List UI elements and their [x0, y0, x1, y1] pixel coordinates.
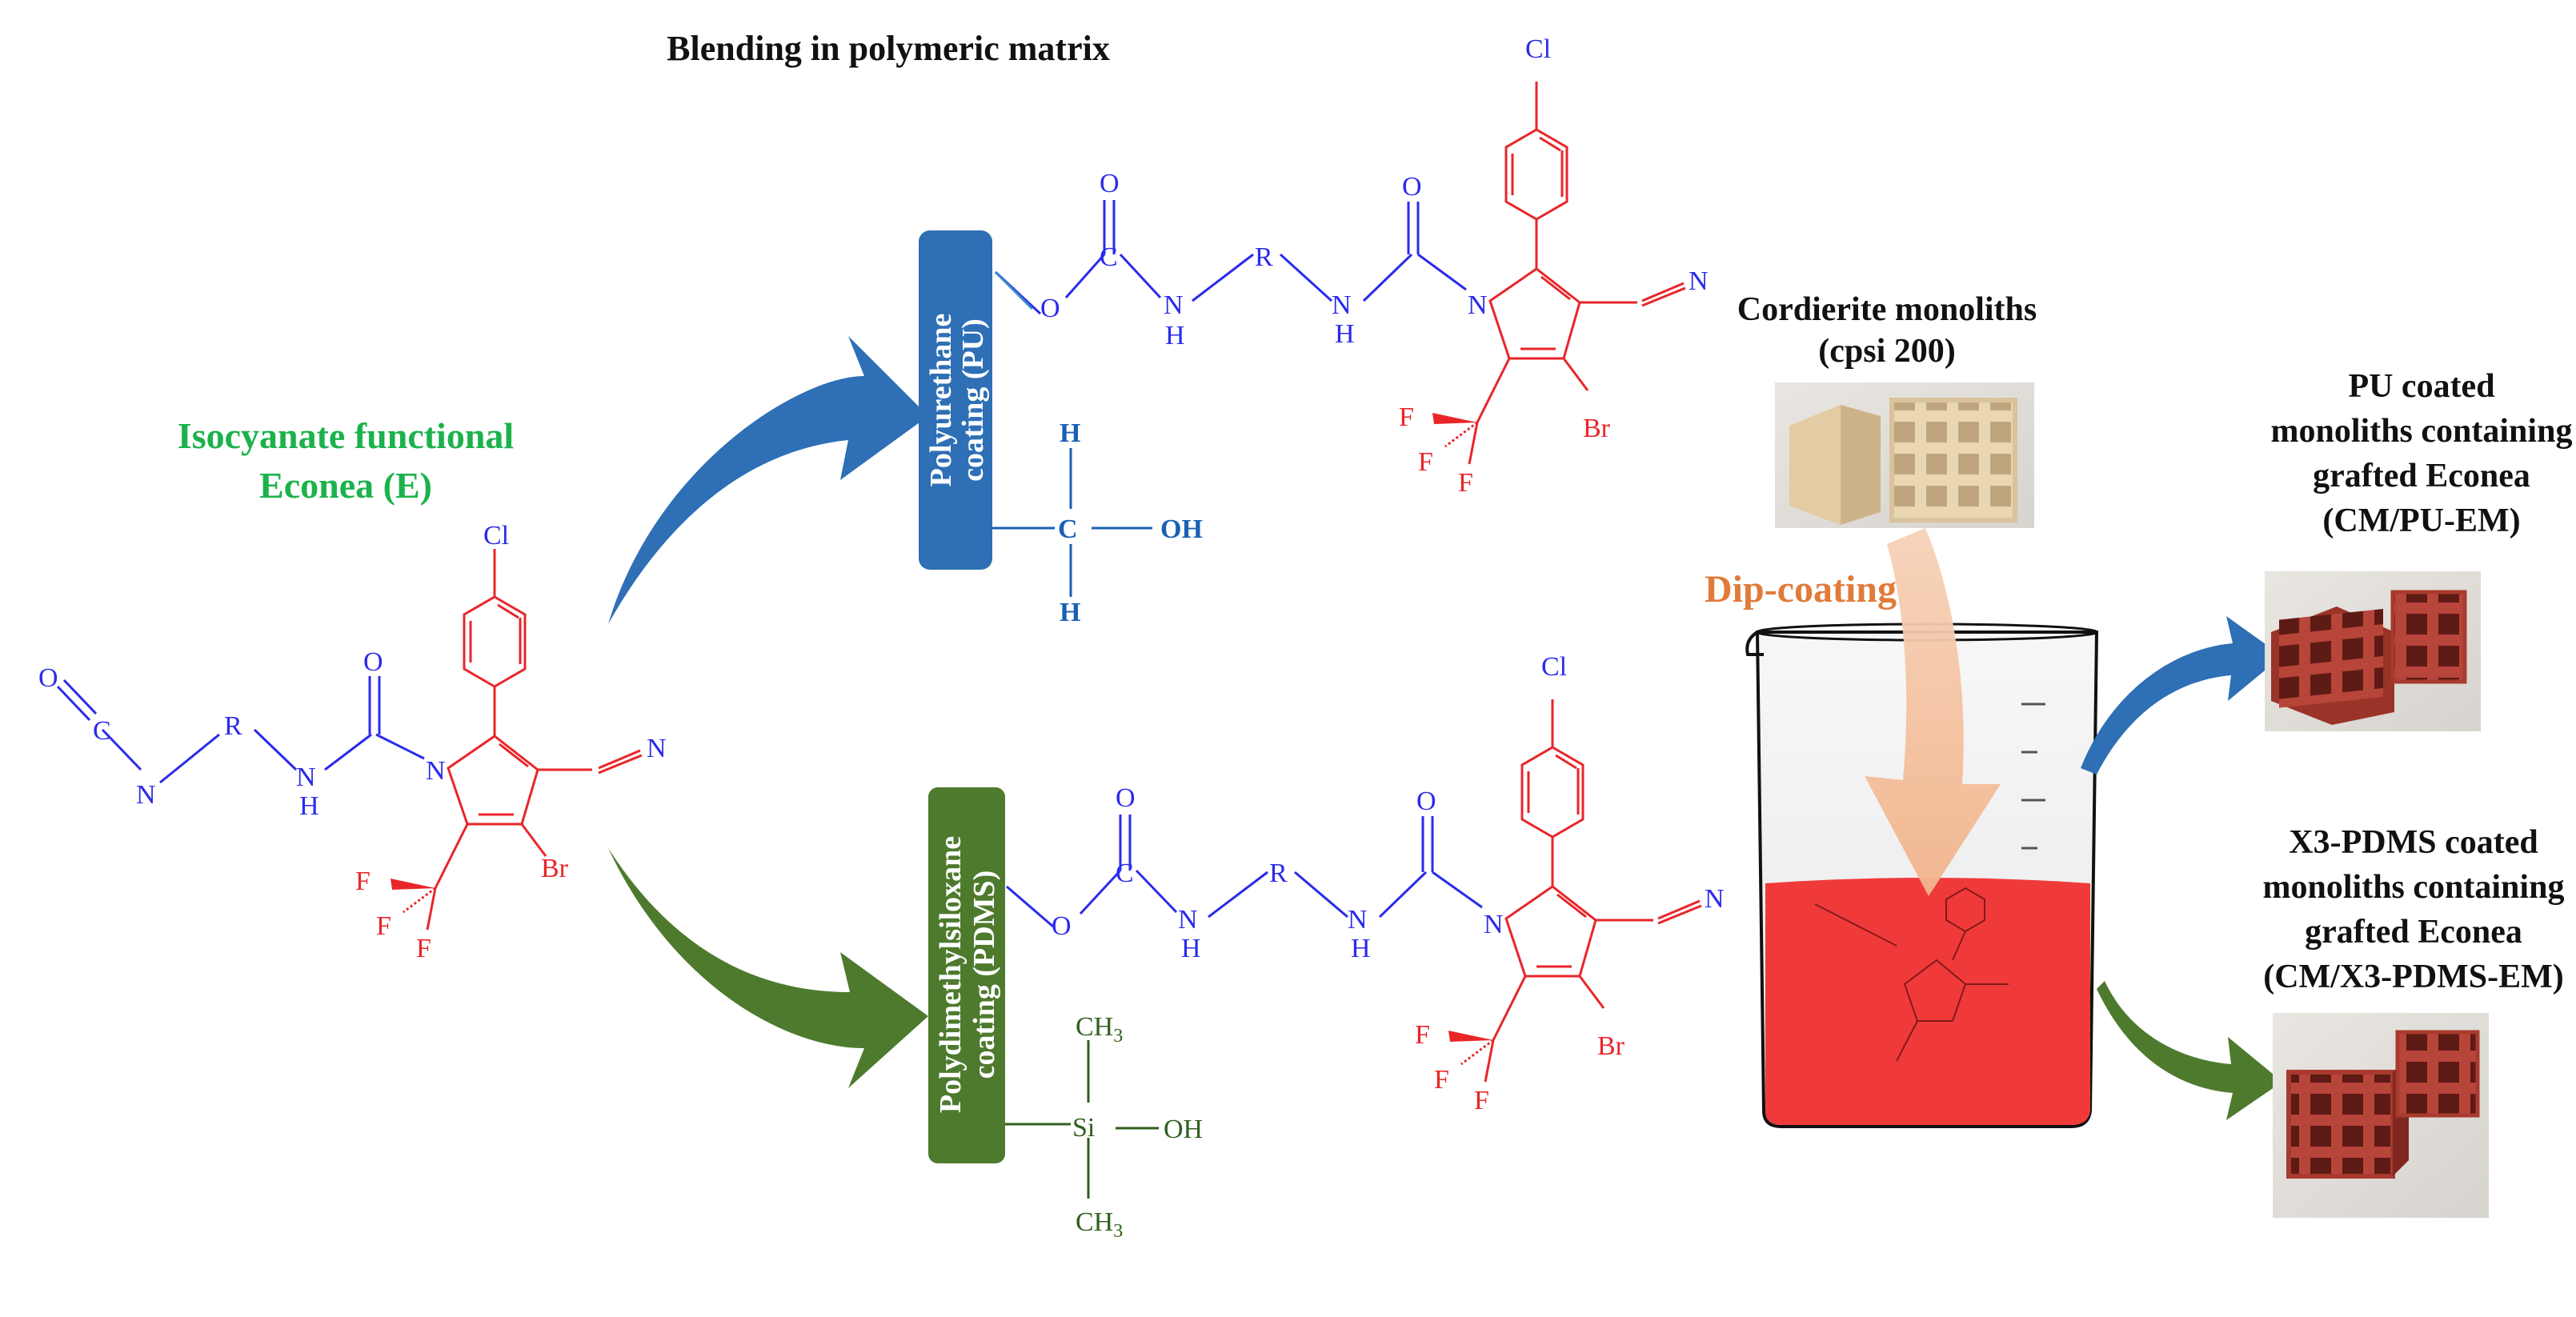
atom-cl: Cl [483, 521, 509, 550]
atom-r: R [1269, 859, 1288, 888]
scheme-title: Blending in polymeric matrix [667, 29, 1110, 68]
pdms-product-line1: X3-PDMS coated [2289, 824, 2538, 861]
atom-n: N [1178, 905, 1198, 935]
atom-f: F [1399, 402, 1414, 432]
atom-f: F [376, 911, 391, 941]
atom-o: O [1402, 172, 1422, 202]
pdms-product-line4: (CM/X3-PDMS-EM) [2263, 959, 2564, 995]
atom-cn-n: N [647, 734, 667, 763]
atom-ch3-sub: 3 [1113, 1026, 1123, 1047]
atom-h: H [1060, 598, 1080, 627]
atom-n: N [1164, 290, 1184, 320]
coating-liquid [1765, 878, 2090, 1125]
atom-h: H [299, 791, 319, 821]
pdms-grafted-molecule: O C O N H R N H O N Cl N Br [1005, 652, 1725, 1242]
atom-br: Br [541, 854, 569, 883]
atom-o: O [1116, 783, 1136, 813]
atom-h: H [1335, 319, 1355, 349]
atom-f: F [1458, 468, 1473, 498]
atom-ch3-main: CH [1076, 1012, 1113, 1042]
atom-ch3-sub: 3 [1113, 1221, 1123, 1242]
atom-ch3-main: CH [1076, 1207, 1113, 1237]
pu-coating-label-line1: Polyurethane [924, 314, 958, 487]
product-blue-arrow [2081, 616, 2282, 775]
atom-r: R [224, 711, 242, 741]
atom-o: O [363, 647, 383, 677]
atom-h: H [1351, 934, 1371, 963]
atom-n: N [1484, 910, 1504, 939]
atom-o: O [1416, 787, 1436, 816]
pdms-coating-box: Polydimethylsiloxane coating (PDMS) [928, 787, 1005, 1163]
atom-n: N [1348, 905, 1368, 935]
pdms-coating-label-line1: Polydimethylsiloxane [934, 836, 968, 1113]
pdms-coated-monolith-photo [2273, 1013, 2489, 1218]
pu-product-line1: PU coated [2348, 368, 2494, 405]
atom-o: O [38, 663, 58, 693]
pdms-coating-label-line2: coating (PDMS) [968, 871, 1001, 1079]
pu-product-line2: monoliths containing [2271, 413, 2573, 450]
atom-o: O [1040, 294, 1060, 323]
atom-n: N [1468, 290, 1488, 320]
atom-ch3: CH3 [1076, 1207, 1123, 1242]
reagent-label: Isocyanate functional Econea (E) [178, 415, 514, 506]
atom-f: F [1434, 1065, 1449, 1095]
atom-n: N [1332, 290, 1352, 320]
atom-cn-n: N [1705, 884, 1725, 914]
product-green-arrow [2097, 981, 2282, 1120]
atom-cl: Cl [1525, 34, 1551, 64]
atom-cn-n: N [1689, 266, 1709, 296]
green-curved-arrow [608, 848, 928, 1088]
pu-coating-box: Polyurethane coating (PU) [919, 230, 992, 570]
pu-coating-label-line2: coating (PU) [956, 318, 990, 482]
atom-f: F [1415, 1020, 1430, 1050]
atom-r: R [1255, 242, 1273, 272]
pu-product-line4: (CM/PU-EM) [2322, 502, 2520, 539]
atom-n: N [296, 763, 316, 792]
reagent-label-line1: Isocyanate functional [178, 415, 514, 456]
atom-n: N [426, 756, 446, 786]
blue-curved-arrow [608, 336, 928, 624]
atom-h: H [1060, 418, 1080, 448]
dip-coating-label: Dip-coating [1705, 568, 1897, 610]
atom-f: F [1418, 447, 1433, 477]
pu-product-label: PU coated monoliths containing grafted E… [2271, 368, 2573, 539]
atom-c: C [1100, 242, 1118, 272]
dip-arrow [1865, 528, 2001, 896]
pdms-product-label: X3-PDMS coated monoliths containing graf… [2263, 824, 2565, 995]
atom-ch3: CH3 [1076, 1012, 1123, 1047]
atom-h: H [1165, 321, 1185, 350]
atom-f: F [355, 867, 371, 896]
atom-oh: OH [1160, 514, 1203, 544]
atom-si: Si [1072, 1113, 1095, 1143]
atom-oh: OH [1164, 1115, 1203, 1144]
atom-br: Br [1597, 1031, 1625, 1061]
atom-c: C [93, 716, 111, 746]
monolith-label-line1: Cordierite monoliths [1737, 291, 2037, 328]
atom-o: O [1100, 169, 1120, 198]
atom-h: H [1181, 934, 1201, 963]
atom-br: Br [1583, 414, 1611, 443]
pu-coated-monolith-photo [2265, 571, 2481, 731]
atom-f: F [1474, 1086, 1489, 1115]
atom-c: C [1116, 859, 1134, 888]
atom-c: C [1058, 514, 1078, 544]
pu-grafted-molecule: O C O N H R N H O N Cl N Br [992, 34, 1709, 627]
atom-f: F [416, 934, 431, 963]
monolith-label-line2: (cpsi 200) [1818, 333, 1956, 370]
atom-n: N [136, 780, 156, 810]
reagent-label-line2: Econea (E) [259, 465, 432, 506]
atom-o: O [1052, 911, 1072, 941]
pu-product-line3: grafted Econea [2313, 458, 2530, 494]
pdms-product-line2: monoliths containing [2263, 869, 2565, 906]
pdms-product-line3: grafted Econea [2305, 914, 2522, 951]
isocyanate-econea-molecule: O C N R N H O N Cl N Br F F [38, 521, 667, 963]
raw-monolith-photo [1775, 382, 2034, 528]
atom-cl: Cl [1541, 652, 1567, 682]
